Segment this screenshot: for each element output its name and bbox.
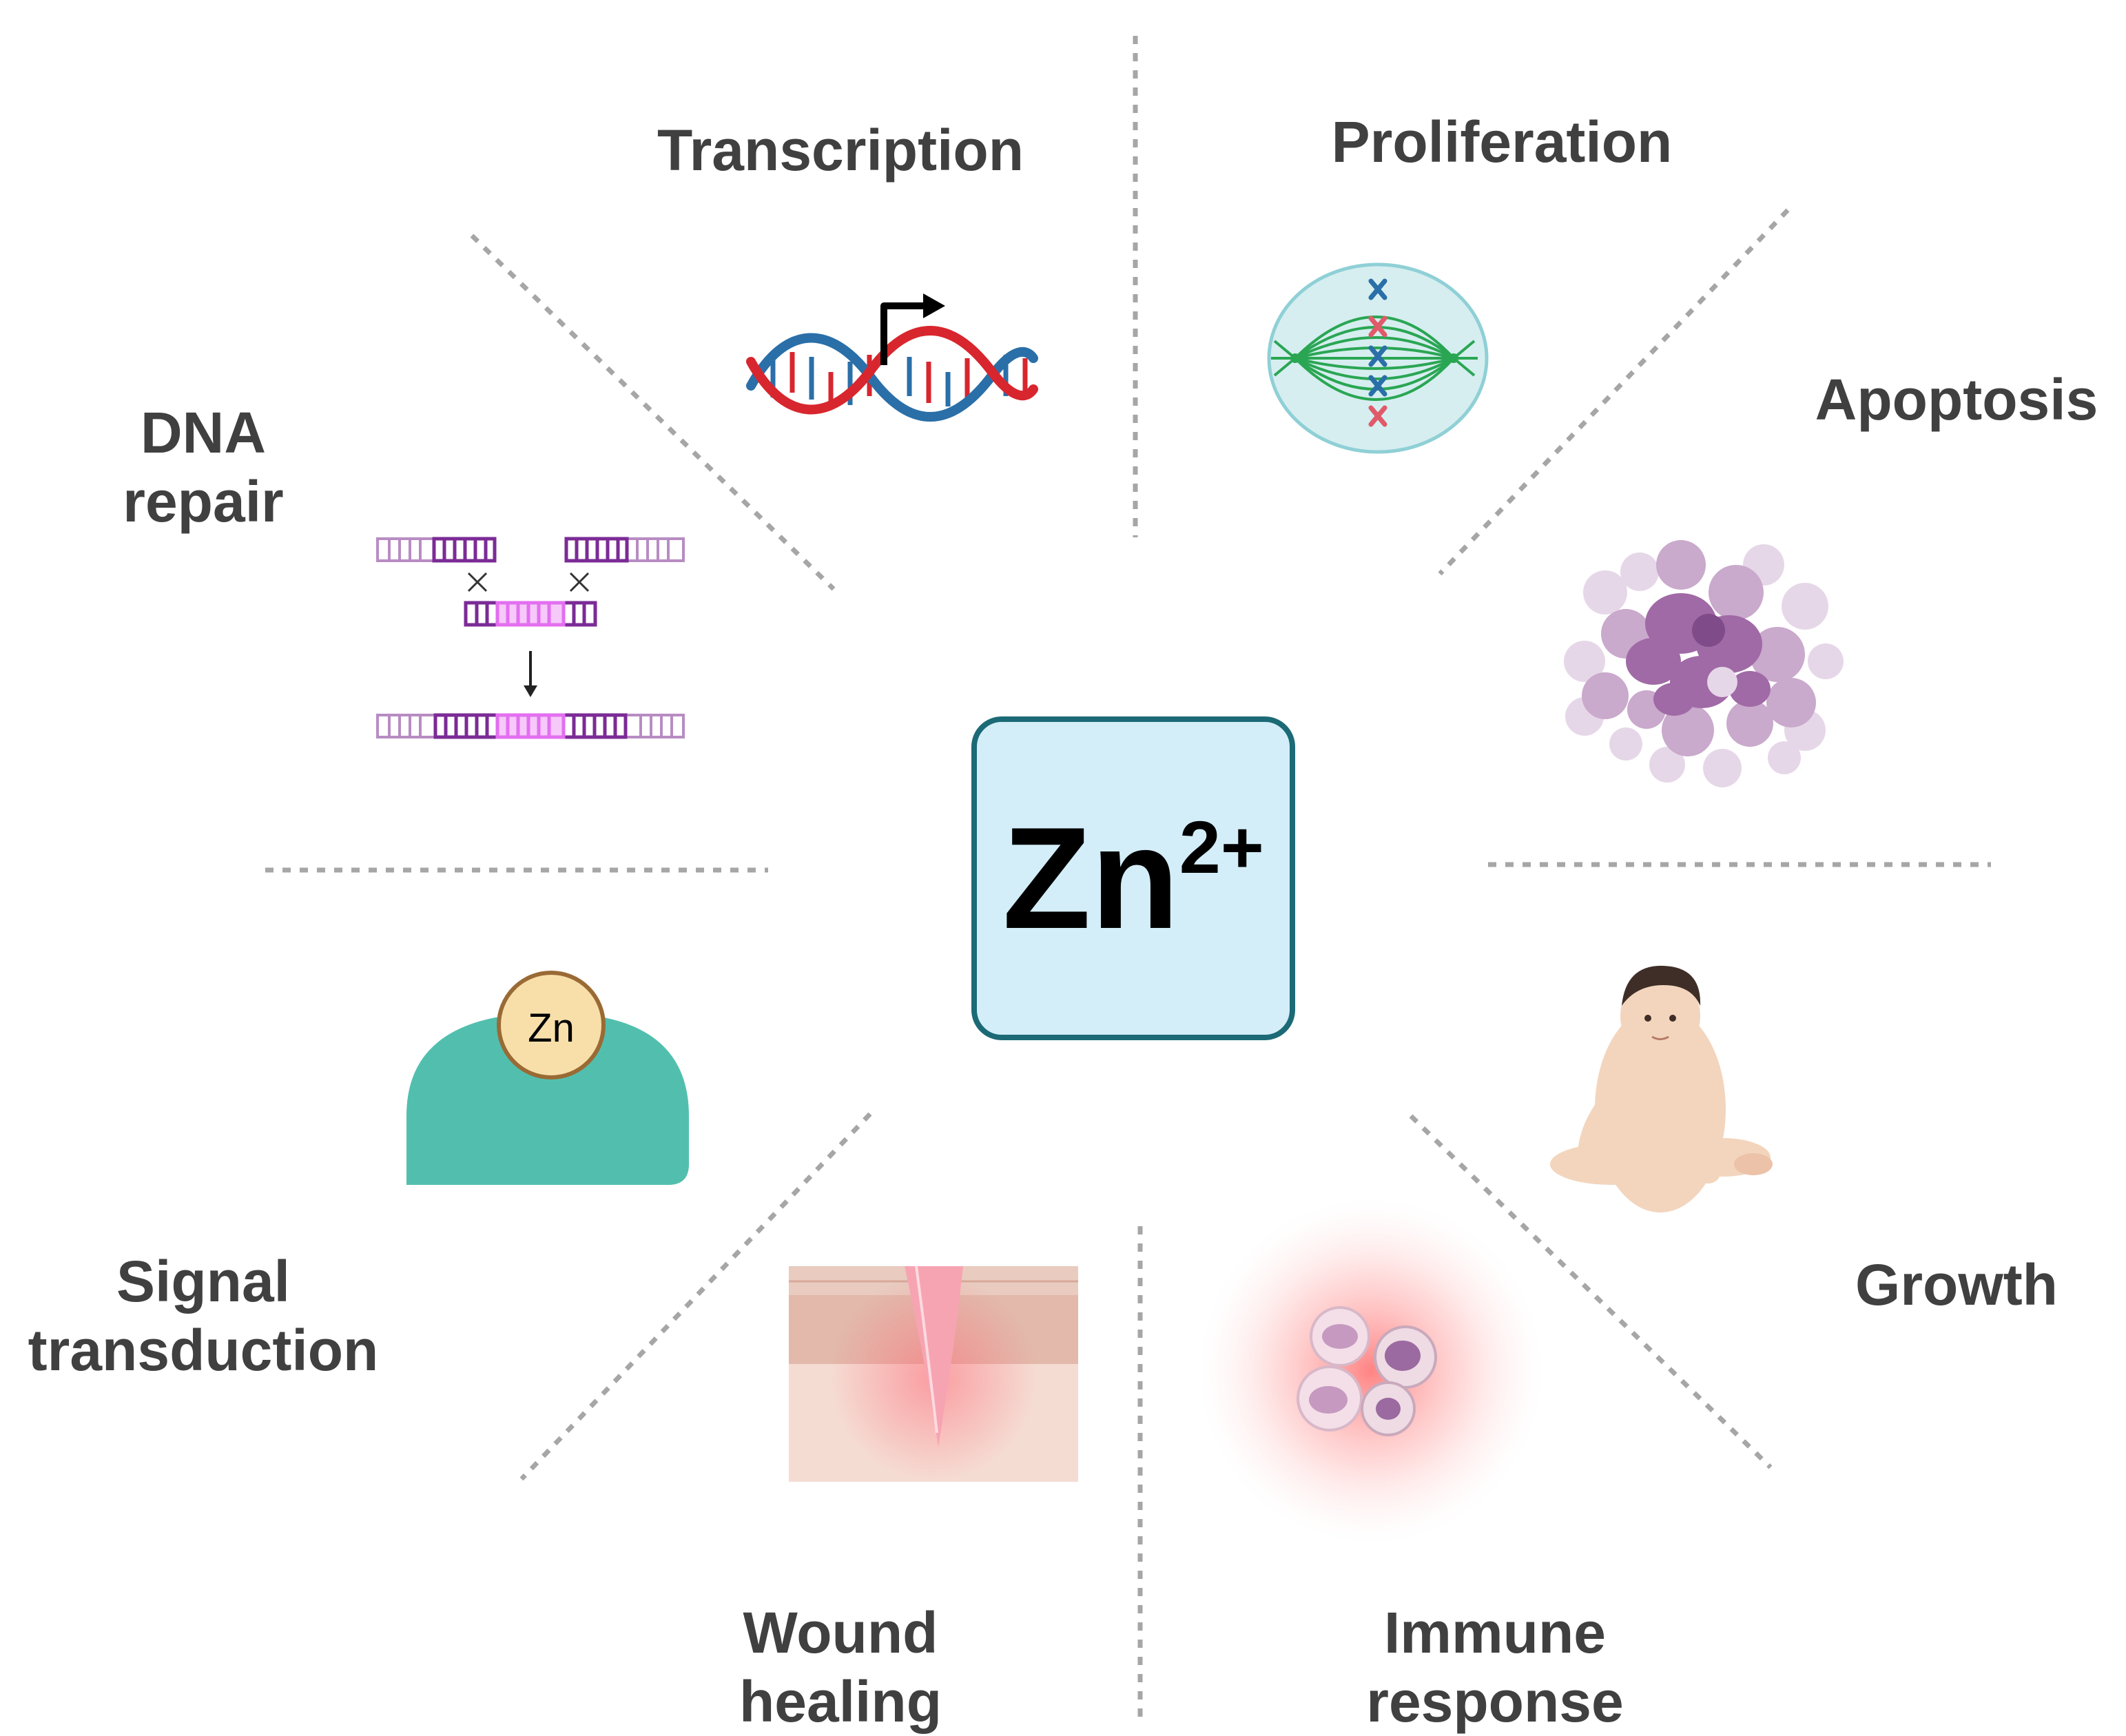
section-dividers	[265, 36, 1991, 1722]
label-transcription: Transcription	[657, 118, 1024, 183]
zinc-symbol: Zn2+	[1002, 806, 1264, 951]
zinc-enzyme-icon: Zn	[406, 971, 689, 1185]
apoptotic-cell-icon	[1564, 540, 1844, 787]
donor-strand-left	[376, 537, 497, 563]
divider-upper-right	[1438, 208, 1790, 576]
zinc-center-node: Zn2+	[971, 716, 1295, 1040]
skin-wound-icon	[789, 1265, 1078, 1482]
zinc-charge: 2+	[1179, 805, 1264, 889]
repaired-strand	[376, 713, 685, 739]
divider-upper-left	[470, 234, 836, 591]
divider-lower-right	[1409, 1114, 1773, 1469]
arrow-down-icon	[524, 685, 537, 697]
zinc-ion-label: Zn	[528, 1006, 575, 1051]
break-strand	[464, 601, 597, 627]
dna-helix-icon	[746, 293, 1038, 422]
immune-cells-icon	[1199, 1199, 1543, 1543]
label-proliferation: Proliferation	[1331, 110, 1673, 174]
label-dna-repair: DNA repair	[123, 400, 284, 534]
label-growth: Growth	[1855, 1252, 2058, 1317]
zinc-symbol-element: Zn	[1002, 797, 1179, 959]
baby-icon	[1550, 965, 1773, 1212]
divider-lower-left	[519, 1112, 872, 1481]
donor-strand-right	[564, 537, 685, 563]
label-wound-healing: Wound healing	[739, 1600, 942, 1734]
label-signal-transduction: Signal transduction	[28, 1249, 379, 1383]
label-immune-response: Immune response	[1366, 1600, 1624, 1734]
zinc-ion-icon	[497, 971, 606, 1079]
label-apoptosis: Apoptosis	[1815, 367, 2098, 432]
dna-repair-icon	[376, 537, 685, 739]
cell-division-icon	[1267, 262, 1489, 454]
